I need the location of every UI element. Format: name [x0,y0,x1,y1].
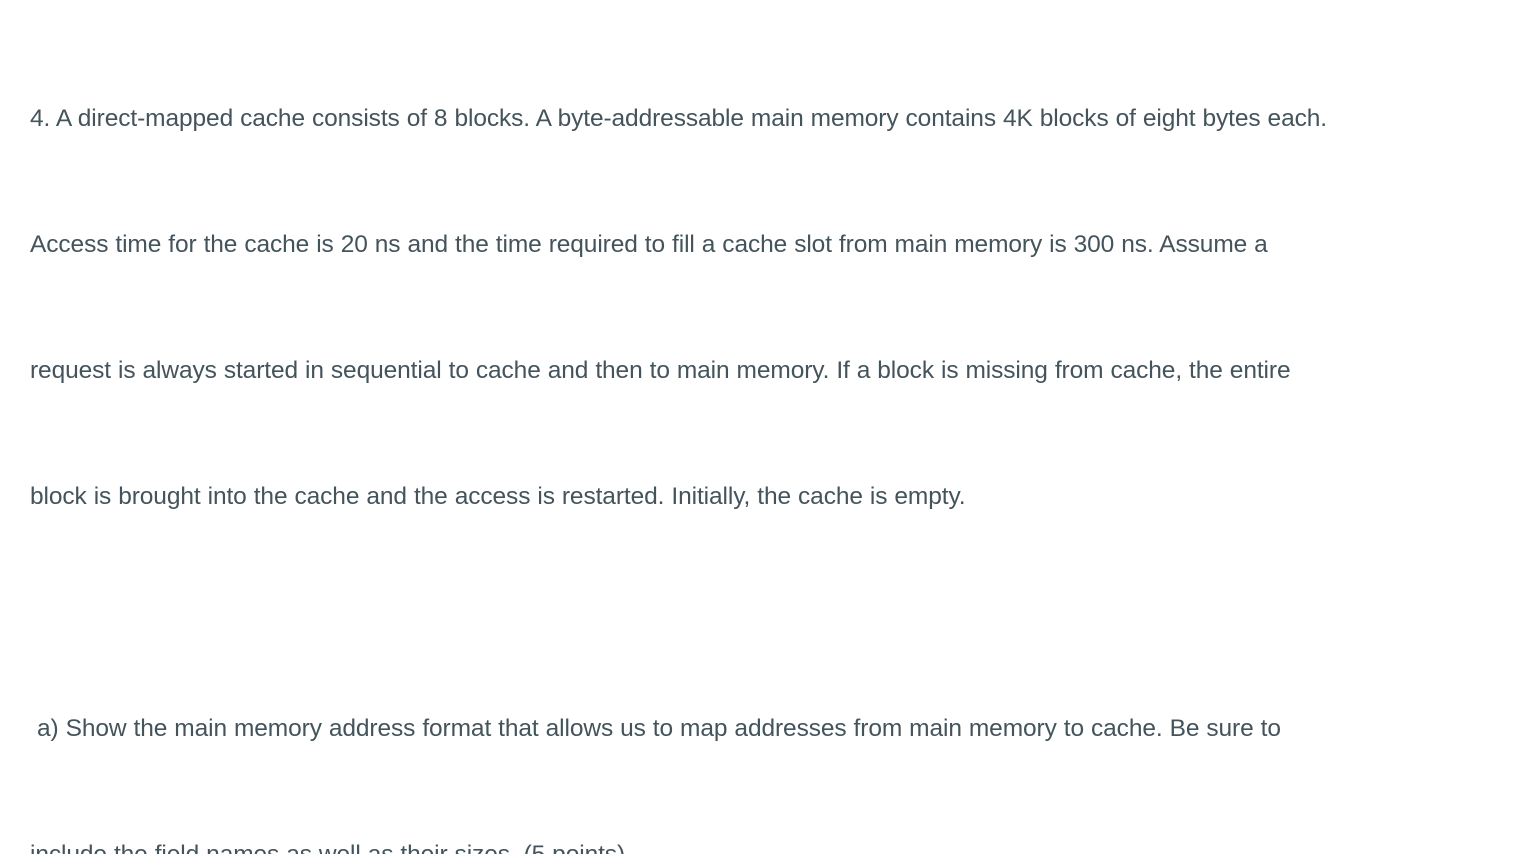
intro-line-2: Access time for the cache is 20 ns and t… [30,231,1268,258]
intro-line-4: block is brought into the cache and the … [30,483,966,510]
question-intro-paragraph: 4. A direct-mapped cache consists of 8 b… [30,14,1497,602]
intro-line-3: request is always started in sequential … [30,357,1291,384]
intro-line-1: 4. A direct-mapped cache consists of 8 b… [30,105,1327,132]
part-a-line-1: a) Show the main memory address format t… [30,715,1281,742]
part-a-line-2: include the field names as well as their… [30,834,1497,854]
question-sheet: 4. A direct-mapped cache consists of 8 b… [30,105,1328,854]
spacer-after-intro [30,602,1497,624]
question-part-a: a) Show the main memory address format t… [30,624,1497,854]
